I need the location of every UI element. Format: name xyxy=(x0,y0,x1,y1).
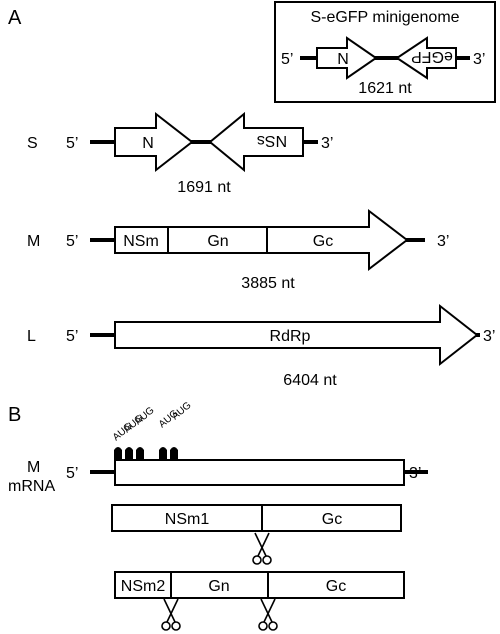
product-2-nsm2-label: NSm2 xyxy=(121,578,166,595)
m-mrna-name-line2: mRNA xyxy=(8,478,55,495)
aug-marker-3 xyxy=(136,447,144,460)
minigenome-inset: S-eGFP minigenome 5’ N eGFP 3’ 1621 nt xyxy=(274,1,496,103)
segment-s-five-prime: 5’ xyxy=(66,135,78,152)
segment-s-length: 1691 nt xyxy=(177,179,231,196)
m-mrna-five-prime: 5’ xyxy=(66,465,78,482)
segment-s-nss-label: NSs xyxy=(257,132,287,149)
segment-l-rdrp-label: RdRp xyxy=(270,328,311,345)
segment-s-nss-arrow xyxy=(208,111,304,173)
segment-s: S 5’ N NSs 3’ 1691 nt xyxy=(27,111,333,196)
aug-marker-2 xyxy=(125,447,133,460)
minigenome-inset-frame xyxy=(274,1,496,103)
segment-l-three-prime: 3’ xyxy=(483,328,495,345)
product-nsm2-gn-gc: NSm2 Gn Gc xyxy=(114,571,405,599)
product-2-gc-label: Gc xyxy=(326,578,346,595)
minigenome-egfp-arrow xyxy=(395,36,457,80)
scissors-icon xyxy=(252,532,272,565)
m-mrna-name-line1: M xyxy=(27,459,40,476)
product-nsm1-gc: NSm1 Gc xyxy=(111,504,402,532)
aug-label-5: AUG xyxy=(170,400,194,422)
product-1-nsm1-label: NSm1 xyxy=(165,511,210,528)
segment-s-name: S xyxy=(27,135,38,152)
aug-marker-4 xyxy=(159,447,167,460)
segment-s-n-label: N xyxy=(142,135,154,152)
aug-marker-1 xyxy=(114,447,122,460)
segment-l-name: L xyxy=(27,328,36,345)
segment-m-gc-label: Gc xyxy=(313,233,333,250)
segment-m-nsm-label: NSm xyxy=(123,233,159,250)
minigenome-three-prime: 3’ xyxy=(473,51,485,68)
scissors-icon xyxy=(161,598,181,631)
segment-m-three-prime: 3’ xyxy=(437,233,449,250)
minigenome-title: S-eGFP minigenome xyxy=(310,9,459,26)
segment-l-length: 6404 nt xyxy=(283,372,337,389)
segment-l-rdrp-arrow xyxy=(114,303,479,367)
aug-marker-5 xyxy=(170,447,178,460)
minigenome-n-arrow xyxy=(316,36,378,80)
segment-m-gn-label: Gn xyxy=(207,233,228,250)
product-2-box xyxy=(114,571,405,599)
m-mrna-box xyxy=(114,459,405,486)
segment-s-three-prime: 3’ xyxy=(321,135,333,152)
minigenome-length: 1621 nt xyxy=(358,80,412,97)
segment-l-five-prime: 5’ xyxy=(66,328,78,345)
minigenome-n-label: N xyxy=(337,51,349,68)
minigenome-five-prime: 5’ xyxy=(281,51,293,68)
segment-l: L 5’ RdRp 3’ 6404 nt xyxy=(27,303,495,389)
minigenome-egfp-label: eGFP xyxy=(411,48,453,65)
panel-b-label: B xyxy=(8,404,21,426)
panel-a-label: A xyxy=(8,7,22,29)
aug-label-3: AUG xyxy=(133,405,157,427)
segment-m-length: 3885 nt xyxy=(241,275,295,292)
segment-m: M 5’ NSm Gn Gc 3’ 3885 nt xyxy=(27,208,449,292)
segment-m-name: M xyxy=(27,233,40,250)
product-1-gc-label: Gc xyxy=(322,511,342,528)
segment-s-n-arrow xyxy=(114,111,194,173)
m-mrna: M mRNA 5’ 3’ AUG AUG AUG AUG AUG xyxy=(8,400,428,495)
scissors-icon xyxy=(258,598,278,631)
segment-m-polyprotein-arrow xyxy=(114,208,409,272)
m-mrna-three-prime: 3’ xyxy=(409,465,421,482)
segment-m-five-prime: 5’ xyxy=(66,233,78,250)
product-1-box xyxy=(111,504,402,532)
product-2-gn-label: Gn xyxy=(208,578,229,595)
